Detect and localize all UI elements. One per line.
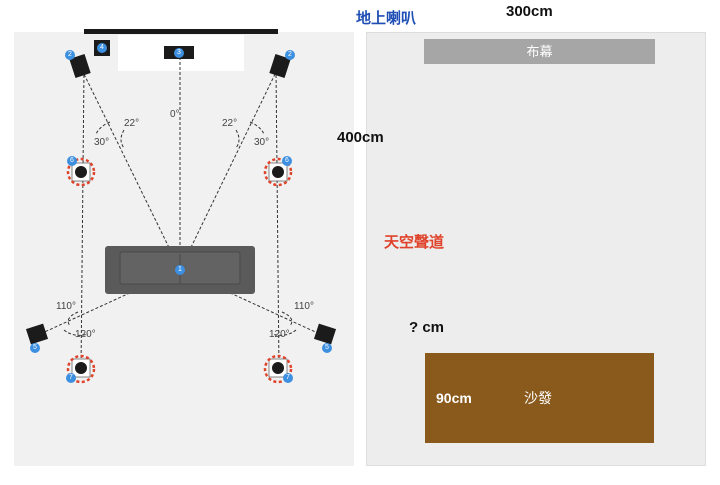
room-depth-label: 400cm xyxy=(337,129,384,146)
sofa-label: 沙發 xyxy=(524,390,552,406)
height-channel-label: 天空聲道 xyxy=(384,234,445,251)
screen-label: 布幕 xyxy=(526,44,553,59)
distance-label: ? cm xyxy=(409,319,445,336)
channel-badges xyxy=(30,43,332,383)
badge-height-rear-left: 7 xyxy=(69,374,73,381)
angle-center-label: 0° xyxy=(170,109,180,120)
angle-surround-upper-right-label: 110° xyxy=(294,301,314,312)
height-speaker-rear-left xyxy=(66,354,96,384)
badge-center: 3 xyxy=(177,49,181,56)
screen-bar xyxy=(84,29,278,34)
front-right-speaker-icon xyxy=(269,54,291,78)
angle-surround-lower-left-label: 120° xyxy=(75,329,96,340)
badge-listener: 1 xyxy=(178,266,182,273)
badge-subwoofer: 4 xyxy=(100,44,104,51)
angle-surround-upper-left-label: 110° xyxy=(56,301,76,312)
angle-lines xyxy=(37,58,323,371)
front-left-speaker-icon xyxy=(69,54,91,78)
surround-left-speaker-icon xyxy=(25,323,49,345)
badge-height-rear-right: 7 xyxy=(286,374,290,381)
badge-surround-right: 5 xyxy=(325,344,329,351)
angle-front-inner-right-label: 22° xyxy=(222,118,238,129)
room-sofa-rect xyxy=(425,353,654,443)
height-speaker-rear-right xyxy=(263,354,293,384)
surround-right-speaker-icon xyxy=(313,323,337,345)
badge-height-front-right: 6 xyxy=(285,157,289,164)
angle-surround-lower-right-label: 120° xyxy=(269,329,290,340)
badge-surround-left: 5 xyxy=(33,344,37,351)
angle-front-outer-left-label: 30° xyxy=(94,137,110,148)
height-speaker-front-left xyxy=(66,157,96,187)
badge-front-left: 2 xyxy=(68,51,72,58)
badge-front-right: 2 xyxy=(288,51,292,58)
badge-height-front-left: 6 xyxy=(70,157,74,164)
sofa-depth-label: 90cm xyxy=(436,390,472,406)
room-width-label: 300cm xyxy=(506,3,553,20)
floor-speaker-label: 地上喇叭 xyxy=(356,10,417,27)
height-speaker-front-right xyxy=(263,157,293,187)
angle-front-outer-right-label: 30° xyxy=(254,137,270,148)
angle-front-inner-left-label: 22° xyxy=(124,118,140,129)
screen-rect: 布幕 xyxy=(424,39,655,64)
